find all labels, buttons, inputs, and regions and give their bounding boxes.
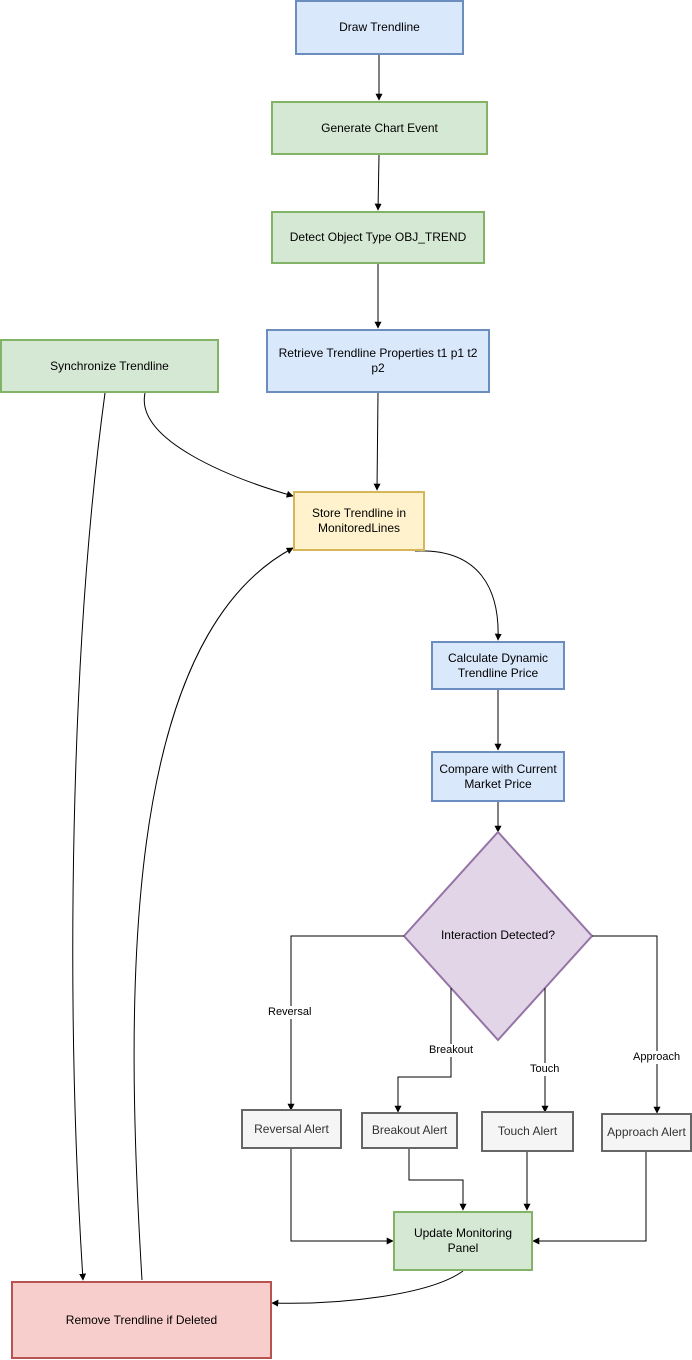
node-reversal-alert[interactable]: Reversal Alert [241, 1109, 342, 1149]
node-update-panel[interactable]: Update Monitoring Panel [393, 1211, 533, 1271]
node-detect-object-type-label: Detect Object Type OBJ_TREND [289, 230, 467, 244]
edge-store-to-calculate [414, 550, 502, 641]
edge-label-reversal: Reversal [266, 1006, 314, 1019]
edge-label-breakout: Breakout [427, 1044, 476, 1057]
node-synchronize-trendline[interactable]: Synchronize Trendline [0, 339, 219, 393]
edge-remove-to-store [133, 547, 294, 1281]
edge-retrieve-to-store [373, 392, 381, 491]
edge-panel-to-remove [271, 1270, 464, 1307]
node-synchronize-trendline-label: Synchronize Trendline [50, 358, 169, 373]
node-compare-price-label-1: Compare with Current [439, 761, 557, 776]
edge-approach [592, 935, 661, 1114]
edge-synchronize-to-store [143, 392, 294, 498]
node-store-trendline[interactable]: Store Trendline in MonitoredLines [293, 491, 425, 551]
edge-generate-to-detect [374, 154, 382, 211]
node-reversal-alert-label: Reversal Alert [254, 1121, 329, 1136]
edge-synchronize-to-remove [72, 392, 106, 1281]
node-touch-alert-label: Touch Alert [497, 1124, 558, 1138]
edge-breakout-to-panel [408, 1149, 467, 1211]
node-calculate-price-label-2: Trendline Price [457, 665, 539, 680]
node-store-trendline-label-2: MonitoredLines [317, 521, 401, 535]
node-calculate-price-label-1: Calculate Dynamic [447, 650, 549, 665]
node-approach-alert[interactable]: Approach Alert [601, 1113, 692, 1152]
edge-label-touch: Touch [528, 1063, 562, 1076]
decision-label: Interaction Detected? [440, 928, 556, 942]
node-calculate-price[interactable]: Calculate Dynamic Trendline Price [431, 641, 565, 690]
node-approach-alert-label: Approach Alert [607, 1125, 686, 1139]
node-breakout-alert-label: Breakout Alert [371, 1123, 448, 1137]
node-remove-trendline[interactable]: Remove Trendline if Deleted [11, 1281, 272, 1359]
node-touch-alert[interactable]: Touch Alert [481, 1111, 574, 1152]
edge-reversal [287, 935, 404, 1111]
node-breakout-alert[interactable]: Breakout Alert [361, 1112, 458, 1149]
node-draw-trendline[interactable]: Draw Trendline [295, 0, 464, 55]
node-remove-trendline-label: Remove Trendline if Deleted [65, 1312, 218, 1327]
node-compare-price-label-2: Market Price [464, 776, 532, 791]
edge-breakout [394, 988, 452, 1113]
node-generate-chart-event-label: Generate Chart Event [321, 120, 438, 135]
edge-label-approach: Approach [631, 1051, 683, 1064]
node-store-trendline-label-1: Store Trendline in [311, 506, 407, 520]
node-detect-object-type[interactable]: Detect Object Type OBJ_TREND [271, 211, 485, 264]
edge-approach-to-panel [532, 1152, 647, 1245]
node-retrieve-properties[interactable]: Retrieve Trendline Properties t1 p1 t2 p… [266, 329, 490, 393]
node-generate-chart-event[interactable]: Generate Chart Event [271, 101, 488, 155]
node-draw-trendline-label: Draw Trendline [339, 20, 420, 34]
node-compare-price[interactable]: Compare with Current Market Price [431, 751, 565, 802]
edge-reversal-to-panel [290, 1149, 394, 1245]
node-update-panel-label: Update Monitoring Panel [413, 1226, 513, 1255]
node-retrieve-properties-label: Retrieve Trendline Properties t1 p1 t2 p… [278, 346, 478, 375]
